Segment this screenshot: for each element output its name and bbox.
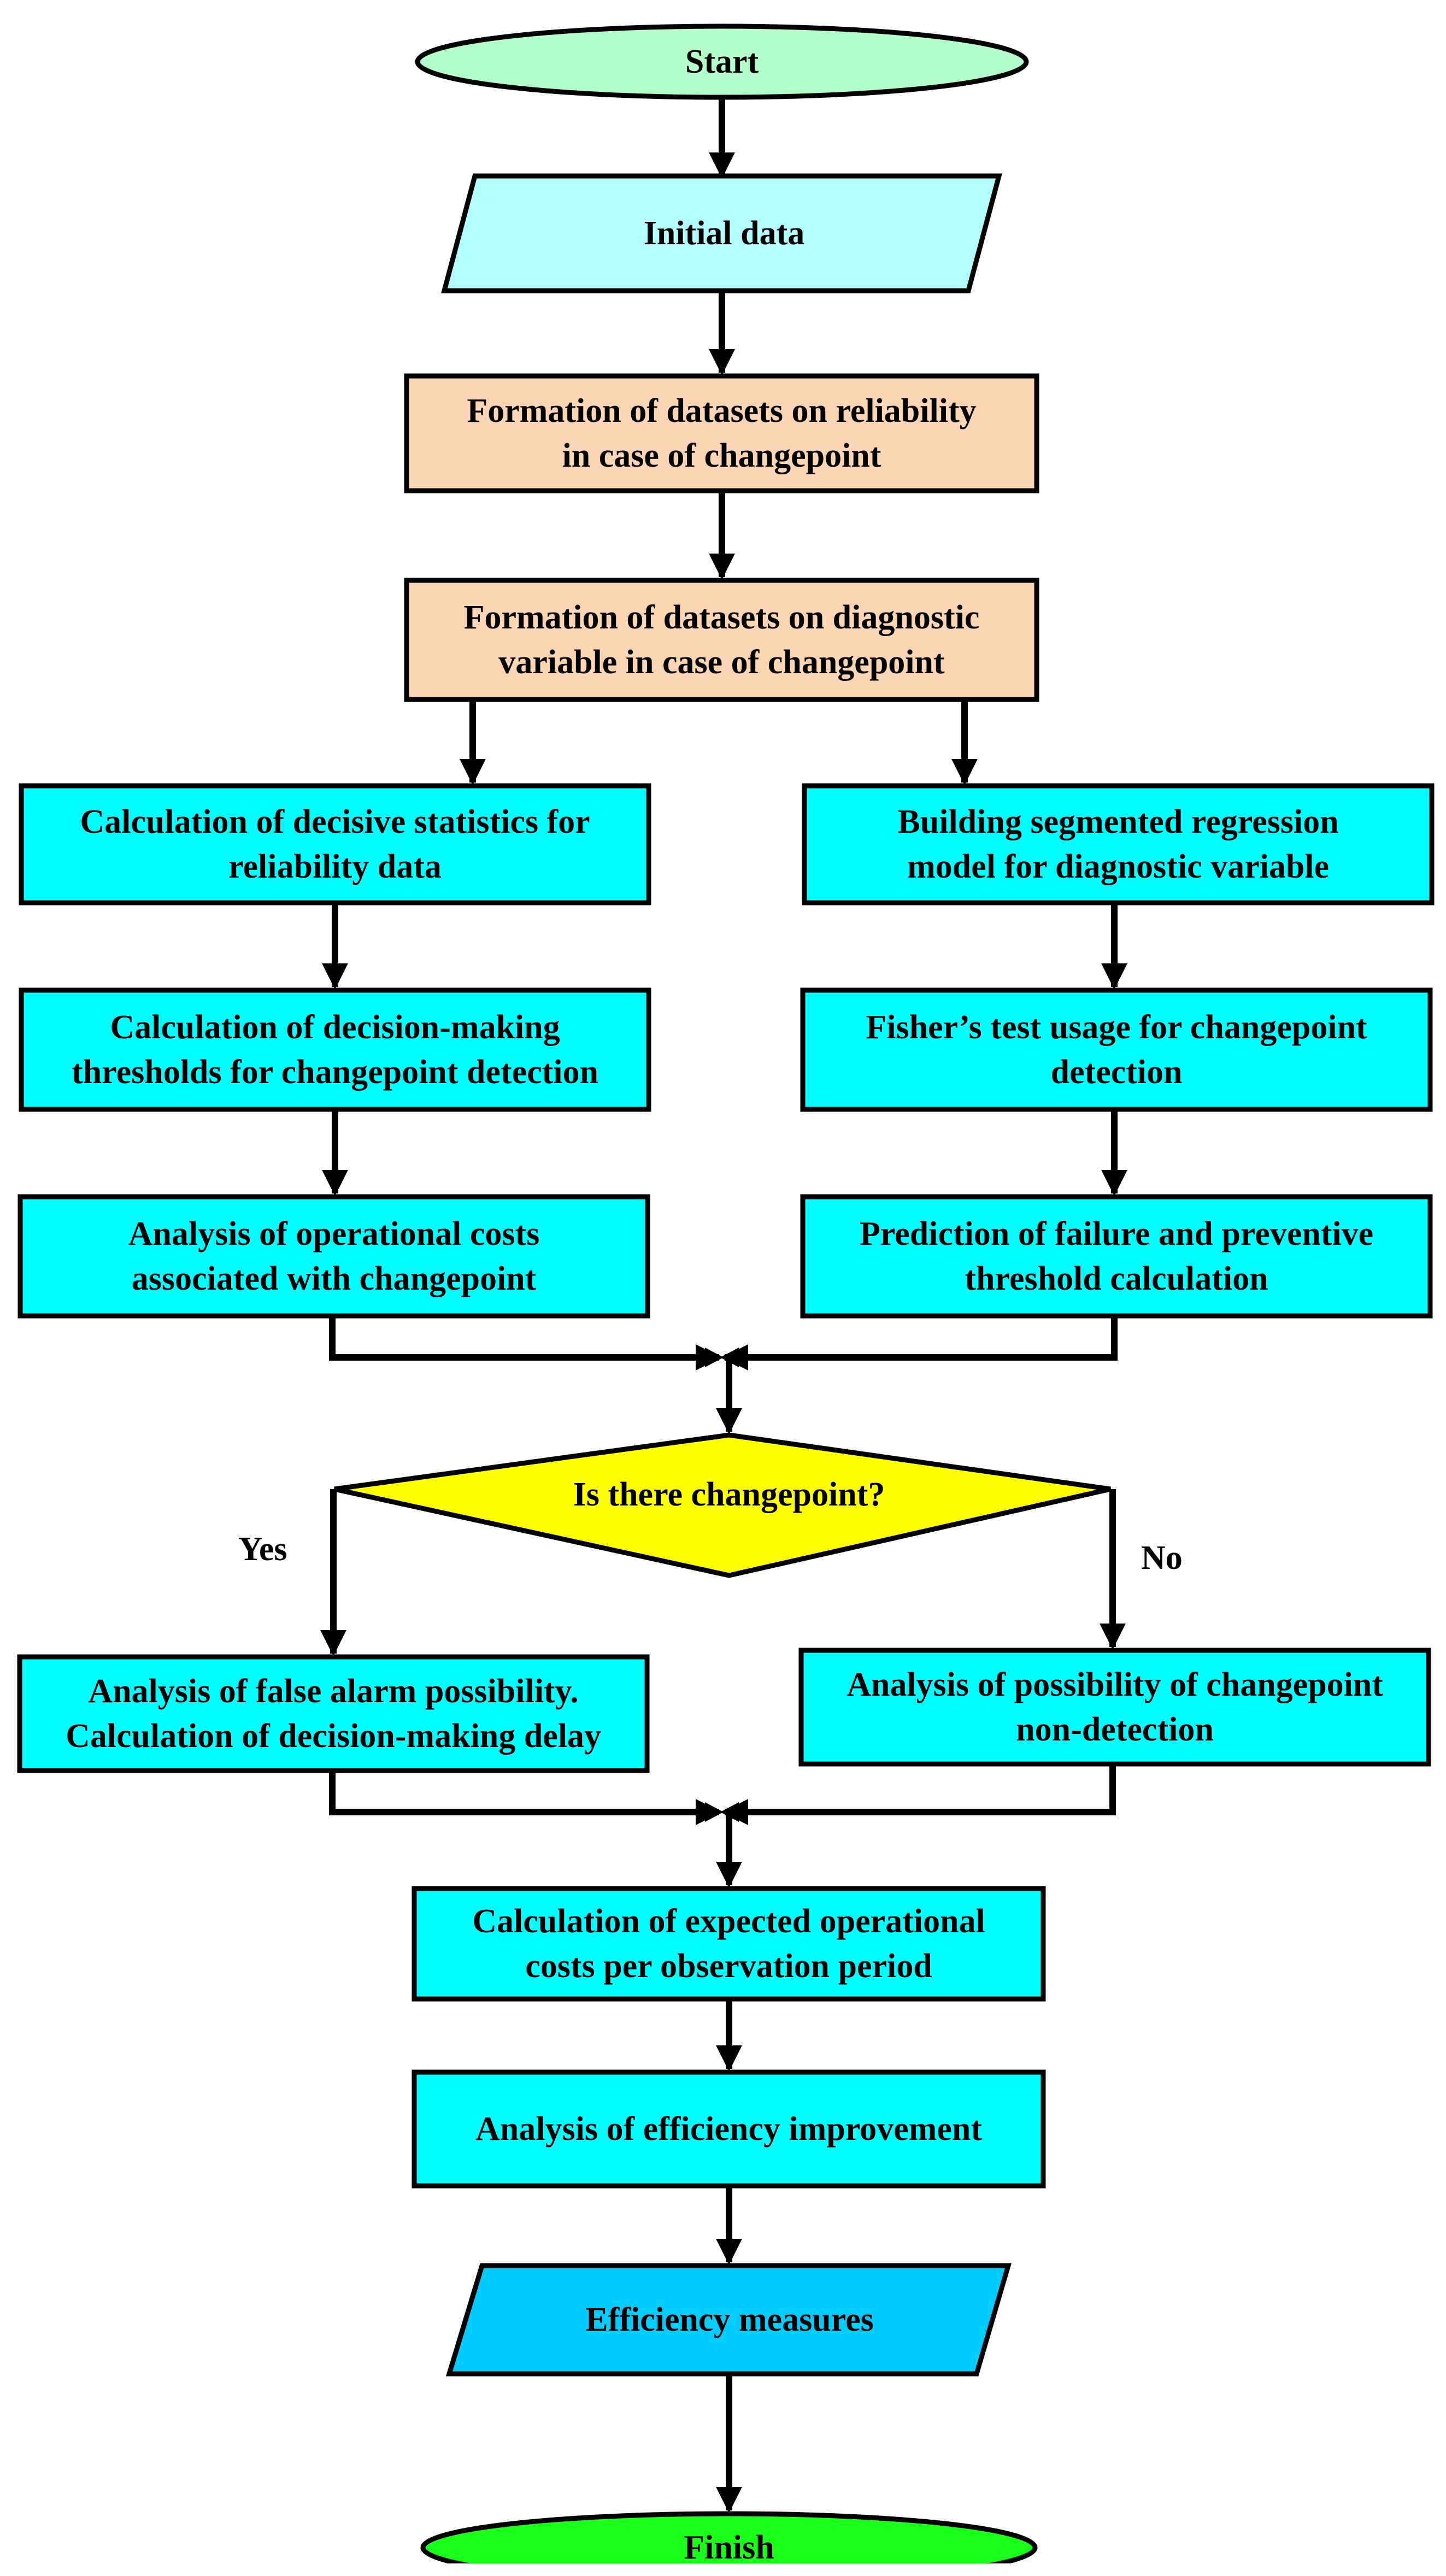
merge-junction-upper-left: [705, 1348, 724, 1367]
connectors: [320, 97, 1127, 2513]
no-branch-label: No: [1141, 1539, 1183, 1577]
merge-junctions: [705, 1348, 739, 1822]
arrow-non-detection-to-merge: [722, 1764, 1116, 1825]
efficiency-improvement-box: [412, 2069, 1046, 2189]
merge-junction-lower-right: [720, 1802, 739, 1822]
initial-data-parallelogram: [441, 173, 1002, 293]
decision-thresholds-box: [19, 987, 651, 1112]
false-alarm-box: [17, 1654, 650, 1773]
expected-costs-box: [412, 1886, 1046, 2002]
fisher-test-box: [800, 987, 1433, 1112]
formation-diagnostic-box: [404, 578, 1039, 702]
start-terminal: [415, 23, 1029, 100]
finish-terminal: [420, 2511, 1038, 2576]
arrow-false-alarm-to-merge: [329, 1771, 722, 1825]
operational-costs-box: [17, 1194, 650, 1319]
changepoint-decision-diamond: [334, 1432, 1111, 1578]
arrow-failure-prediction-to-merge: [722, 1316, 1118, 1371]
merge-junction-lower-left: [705, 1802, 724, 1822]
segmented-regression-box: [802, 783, 1435, 905]
shapes: [17, 23, 1435, 2576]
merge-junction-upper-right: [720, 1348, 739, 1367]
formation-reliability-box: [404, 373, 1039, 493]
efficiency-measures-parallelogram: [445, 2263, 1012, 2377]
arrow-operational-costs-to-merge: [329, 1316, 722, 1371]
yes-branch-label: Yes: [238, 1531, 287, 1568]
non-detection-box: [798, 1648, 1431, 1767]
decisive-statistics-box: [19, 783, 651, 905]
failure-prediction-box: [800, 1194, 1433, 1319]
